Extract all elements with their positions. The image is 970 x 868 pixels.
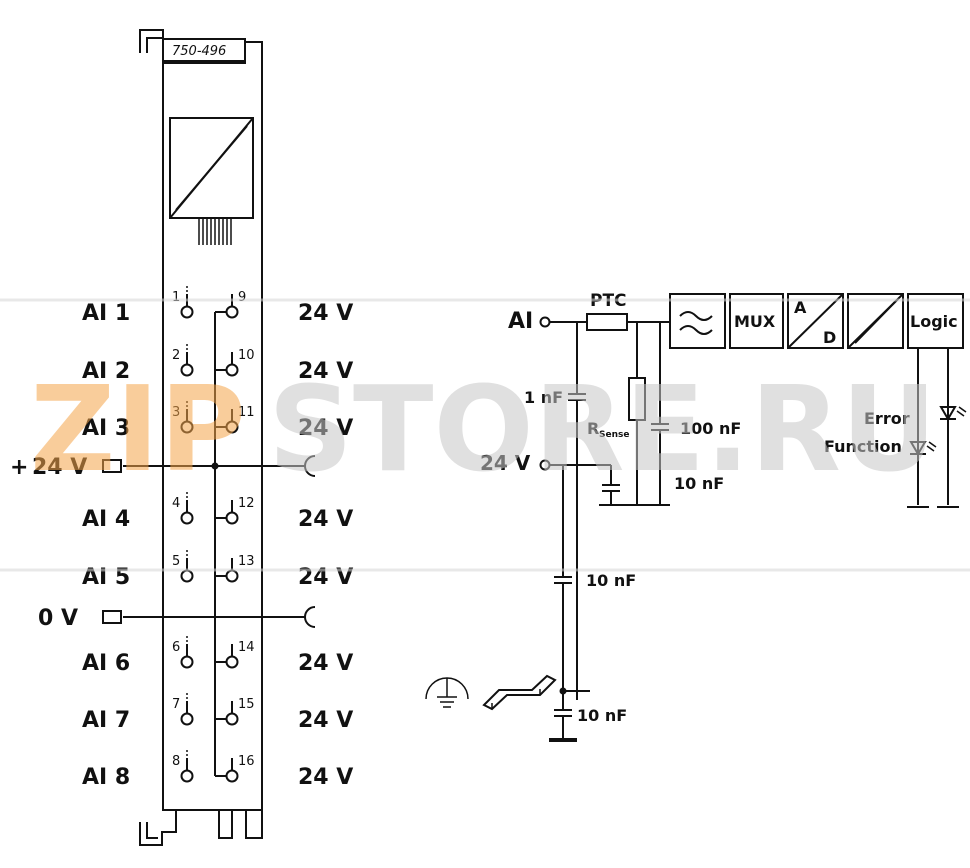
terminal-number-right: 14 <box>238 640 255 655</box>
cap-10nf-a-label: 10 nF <box>674 474 724 493</box>
terminal-label-right: 24 V <box>298 359 353 384</box>
junction-dot <box>211 462 219 470</box>
internal-circuit: AI PTC 1 nF R Sense 100 nF 24 V <box>425 291 967 742</box>
contact-circle-left[interactable] <box>180 305 194 319</box>
ground-junction-dot <box>559 687 567 695</box>
function-led-icon <box>909 441 937 456</box>
cap-100nf-label: 100 nF <box>680 419 741 438</box>
din-rail-icon <box>482 674 557 711</box>
terminal-number-left: 4 <box>172 496 180 511</box>
rsense-label: R <box>587 419 599 438</box>
plus-24v-terminal-square[interactable] <box>102 459 122 473</box>
contact-circle-left[interactable] <box>180 363 194 377</box>
watermark-store: STORE.RU <box>268 360 937 498</box>
error-label: Error <box>864 409 910 428</box>
plus-24v-connector <box>304 455 316 477</box>
terminal-label-right: 24 V <box>298 416 353 441</box>
input-terminal <box>539 316 551 328</box>
converter-pins <box>198 218 232 245</box>
terminal-label-right: 24 V <box>298 765 353 790</box>
circuit-input-label: AI <box>508 309 533 334</box>
zero-v-label: 0 V <box>38 606 78 631</box>
terminal-label-left: AI 8 <box>82 765 130 790</box>
contact-circle-right[interactable] <box>225 569 239 583</box>
terminal-number-left: 7 <box>172 697 180 712</box>
contact-circle-right[interactable] <box>225 769 239 783</box>
circuit-24v-label: 24 V <box>480 451 531 475</box>
contact-circle-left[interactable] <box>180 655 194 669</box>
earth-ground-icon <box>425 677 469 708</box>
zero-v-terminal-square[interactable] <box>102 610 122 624</box>
error-led-icon <box>939 406 967 421</box>
contact-circle-left[interactable] <box>180 769 194 783</box>
terminal-number-left: 2 <box>172 348 180 363</box>
function-label: Function <box>824 437 902 456</box>
part-number: 750-496 <box>172 44 226 59</box>
plus-24v-label: 24 V <box>32 455 87 480</box>
mux-label: MUX <box>734 312 776 331</box>
contact-circle-left[interactable] <box>180 712 194 726</box>
terminal-label-left: AI 4 <box>82 507 130 532</box>
terminal-number-left: 8 <box>172 754 180 769</box>
adc-label-a: A <box>794 298 807 317</box>
plus-sign: + <box>10 455 28 480</box>
terminal-label-right: 24 V <box>298 651 353 676</box>
terminal-number-left: 3 <box>172 405 180 420</box>
terminal-label-left: AI 7 <box>82 708 130 733</box>
terminal-label-left: AI 1 <box>82 301 130 326</box>
filter-block <box>669 293 726 349</box>
terminal-label-right: 24 V <box>298 301 353 326</box>
watermark: ZIP STORE.RU <box>0 298 970 572</box>
v24-terminal <box>539 459 551 471</box>
part-number-label-box <box>162 38 246 62</box>
ptc-resistor <box>586 313 628 331</box>
module-housing: 750-496 <box>102 29 316 846</box>
mux-block <box>729 293 784 349</box>
contact-circle-left[interactable] <box>180 569 194 583</box>
terminal-label-right: 24 V <box>298 708 353 733</box>
terminal-number-left: 1 <box>172 290 180 305</box>
terminal-number-left: 6 <box>172 640 180 655</box>
terminal-number-right: 10 <box>238 348 255 363</box>
cap-10nf-b-label: 10 nF <box>586 571 636 590</box>
terminal-label-left: AI 3 <box>82 416 130 441</box>
terminal-number-right: 13 <box>238 554 255 569</box>
cap-10nf-c-label: 10 nF <box>577 706 627 725</box>
contact-circle-left[interactable] <box>180 511 194 525</box>
right-terminal-contacts: 9 24 V 10 24 V 11 24 V 12 24 V 13 24 V 14 24 V 15 24 … <box>215 290 353 790</box>
terminal-number-right: 15 <box>238 697 255 712</box>
terminal-number-right: 11 <box>238 405 255 420</box>
watermark-zip: ZIP <box>30 360 246 498</box>
contact-circle-right[interactable] <box>225 305 239 319</box>
zero-v-connector <box>304 606 316 628</box>
logic-label: Logic <box>910 312 958 331</box>
contact-circle-right[interactable] <box>225 655 239 669</box>
terminal-number-left: 5 <box>172 554 180 569</box>
contact-circle-right[interactable] <box>225 712 239 726</box>
terminal-label-right: 24 V <box>298 507 353 532</box>
converter-symbol <box>169 117 254 219</box>
terminal-number-right: 9 <box>238 290 246 305</box>
terminal-label-left: AI 2 <box>82 359 130 384</box>
filter-wave-icon <box>679 311 713 321</box>
rsense-subscript: Sense <box>599 430 629 440</box>
terminal-label-left: AI 6 <box>82 651 130 676</box>
logic-block <box>907 293 964 349</box>
terminal-number-right: 16 <box>238 754 255 769</box>
cap-1nf-label: 1 nF <box>524 388 563 407</box>
adc-label-d: D <box>823 328 836 347</box>
contact-circle-right[interactable] <box>225 511 239 525</box>
contact-circle-left[interactable] <box>180 420 194 434</box>
terminal-number-right: 12 <box>238 496 255 511</box>
